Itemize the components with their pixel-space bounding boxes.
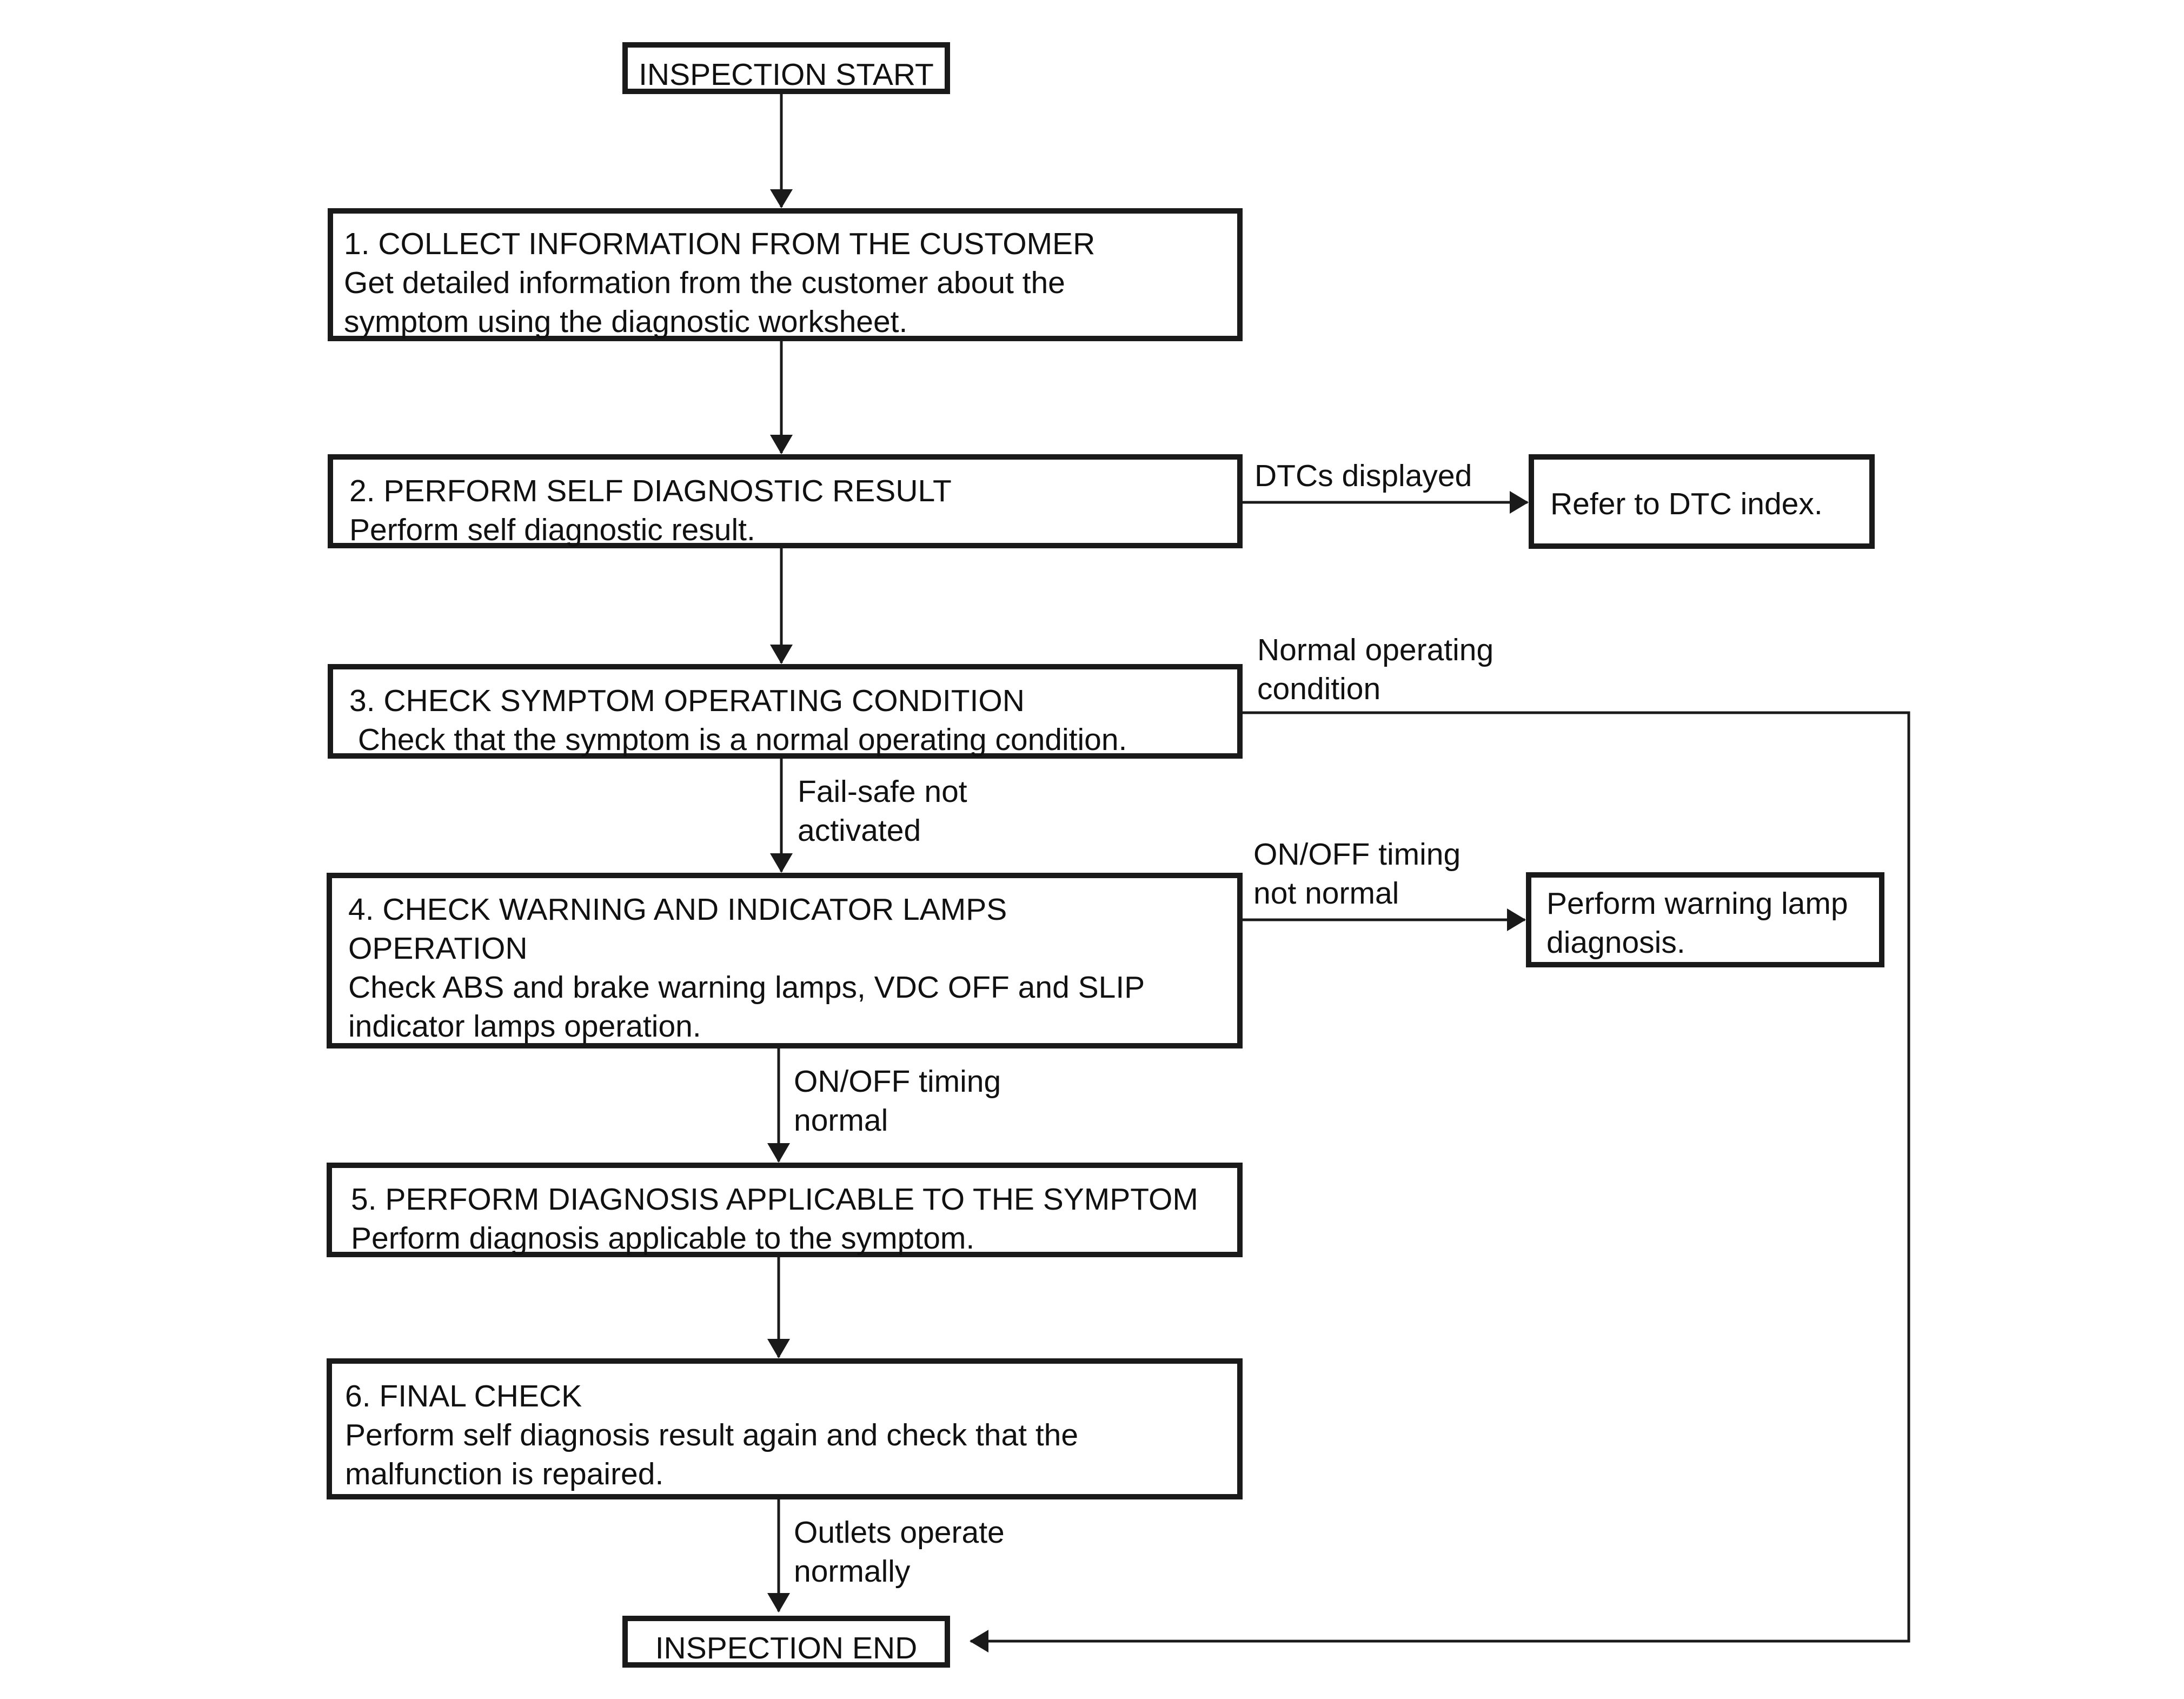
step-4-body-line: Check ABS and brake warning lamps, VDC O… (348, 970, 1145, 1005)
step-5-title: 5. PERFORM DIAGNOSIS APPLICABLE TO THE S… (351, 1182, 1198, 1217)
step-6-title: 6. FINAL CHECK (345, 1379, 582, 1413)
step-4-title-line-2: OPERATION (348, 931, 528, 966)
arrowhead-dtc (1510, 491, 1529, 514)
branch-label-line: condition (1257, 672, 1381, 706)
step-4-body-line: indicator lamps operation. (348, 1009, 701, 1044)
branch-label-normal-operating: Normal operating condition (1257, 631, 1493, 708)
inspection-start-label: INSPECTION START (639, 57, 934, 92)
step-4-title: 4. CHECK WARNING AND INDICATOR LAMPS (348, 892, 1007, 927)
branch-label-outlets: Outlets operate normally (794, 1513, 1005, 1591)
step-3-body-line: Check that the symptom is a normal opera… (349, 722, 1127, 757)
step-1-title: 1. COLLECT INFORMATION FROM THE CUSTOMER (344, 227, 1096, 261)
arrowhead-warning-lamp (1507, 908, 1526, 931)
step-5-box: 5. PERFORM DIAGNOSIS APPLICABLE TO THE S… (327, 1163, 1243, 1257)
arrowhead-end-side (970, 1630, 988, 1652)
branch-label-fail-safe: Fail-safe not activated (798, 772, 967, 850)
step-4-box: 4. CHECK WARNING AND INDICATOR LAMPS OPE… (327, 873, 1243, 1048)
dtc-index-label: Refer to DTC index. (1550, 487, 1823, 521)
arrowhead-step6 (767, 1339, 790, 1358)
arrow-step3-to-end (971, 711, 1910, 1643)
arrowhead-step5 (767, 1143, 790, 1163)
warning-lamp-label-line: Perform warning lamp (1546, 886, 1848, 921)
step-2-title: 2. PERFORM SELF DIAGNOSTIC RESULT (349, 474, 952, 508)
step-1-box: 1. COLLECT INFORMATION FROM THE CUSTOMER… (328, 208, 1243, 341)
branch-label-onoff-normal: ON/OFF timing normal (794, 1062, 1001, 1140)
step-1-body-line: Get detailed information from the custom… (344, 266, 1065, 300)
arrowhead-step3 (770, 645, 793, 664)
branch-label-dtcs-displayed: DTCs displayed (1254, 456, 1472, 495)
branch-label-line: DTCs displayed (1254, 459, 1472, 493)
step-6-box: 6. FINAL CHECK Perform self diagnosis re… (327, 1358, 1243, 1499)
branch-label-line: activated (798, 813, 921, 848)
warning-lamp-box: Perform warning lamp diagnosis. (1526, 872, 1884, 967)
branch-label-line: Fail-safe not (798, 774, 967, 809)
branch-label-onoff-not-normal: ON/OFF timing not normal (1253, 835, 1461, 913)
step-3-title: 3. CHECK SYMPTOM OPERATING CONDITION (349, 683, 1025, 718)
step-3-box: 3. CHECK SYMPTOM OPERATING CONDITION Che… (328, 664, 1243, 759)
arrowhead-step4 (770, 853, 793, 873)
inspection-start-box: INSPECTION START (622, 42, 950, 94)
step-2-box: 2. PERFORM SELF DIAGNOSTIC RESULT Perfor… (328, 454, 1243, 548)
branch-label-line: normally (794, 1554, 911, 1589)
inspection-end-label: INSPECTION END (655, 1631, 918, 1665)
step-1-body-line: symptom using the diagnostic worksheet. (344, 304, 908, 339)
dtc-index-box: Refer to DTC index. (1529, 454, 1875, 549)
branch-label-line: Normal operating (1257, 633, 1494, 667)
step-6-body-line: malfunction is repaired. (345, 1457, 664, 1491)
branch-label-line: normal (794, 1103, 888, 1138)
branch-label-line: not normal (1253, 876, 1399, 911)
branch-label-line: ON/OFF timing (1253, 837, 1461, 872)
warning-lamp-label-line: diagnosis. (1546, 925, 1685, 960)
inspection-end-box: INSPECTION END (622, 1616, 950, 1668)
arrowhead-end (767, 1593, 790, 1612)
arrowhead-step1 (770, 189, 793, 208)
arrowhead-step2 (770, 435, 793, 454)
branch-label-line: ON/OFF timing (794, 1064, 1001, 1099)
step-2-body-line: Perform self diagnostic result. (349, 513, 755, 547)
branch-label-line: Outlets operate (794, 1515, 1005, 1550)
step-5-body-line: Perform diagnosis applicable to the symp… (351, 1221, 975, 1256)
step-6-body-line: Perform self diagnosis result again and … (345, 1418, 1079, 1452)
